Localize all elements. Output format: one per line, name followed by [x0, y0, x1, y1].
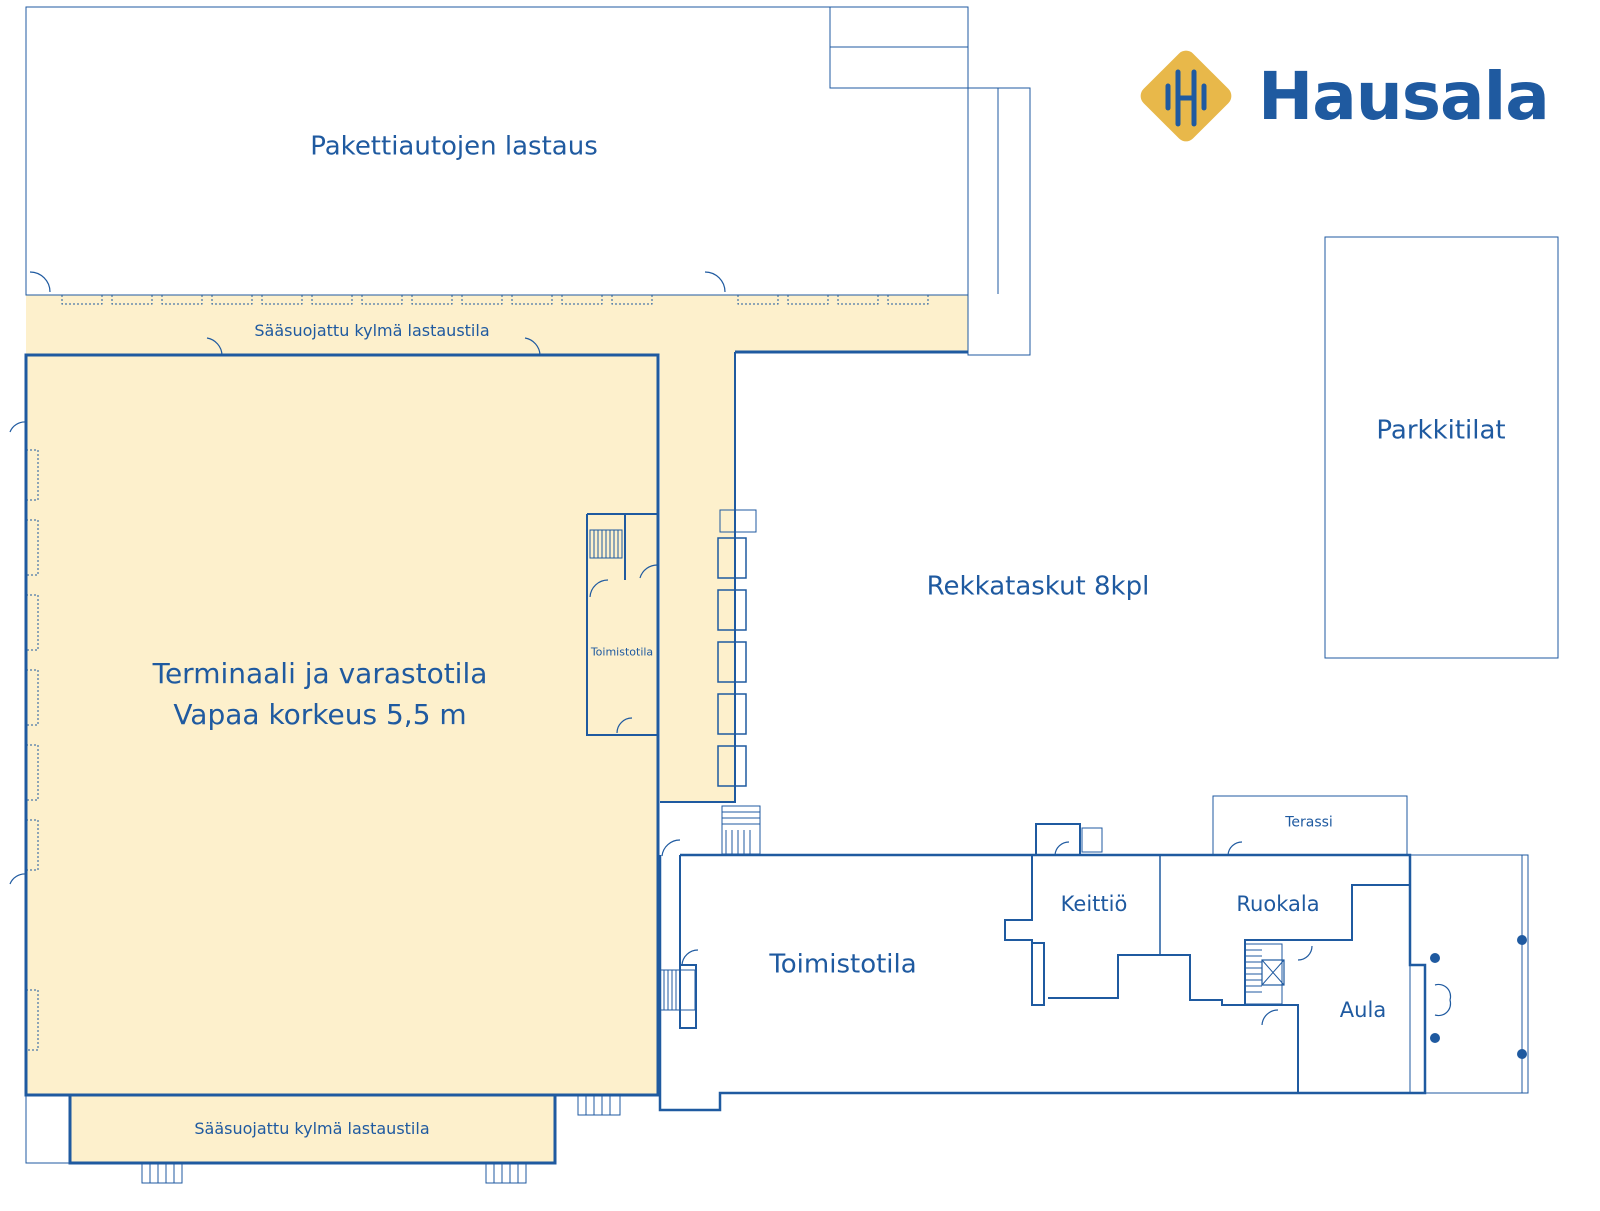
label-truck-bays: Rekkataskut 8kpl	[926, 571, 1150, 602]
ramp-outline	[967, 87, 1031, 356]
small-office-walls	[586, 513, 658, 736]
parking-area	[1324, 236, 1559, 659]
office-building-walls	[658, 853, 1427, 1112]
label-small-office: Toimistotila	[590, 645, 654, 659]
label-office: Toimistotila	[769, 949, 917, 980]
terminal-walls	[24, 353, 660, 1097]
label-cold-loading-bottom: Sääsuojattu kylmä lastaustila	[194, 1119, 430, 1139]
label-van-loading: Pakettiautojen lastaus	[310, 131, 598, 162]
cold-loading-bottom	[70, 1095, 555, 1163]
label-cold-loading-top: Sääsuojattu kylmä lastaustila	[254, 321, 490, 341]
label-terminal: Terminaali ja varastotila	[152, 657, 488, 691]
cold-loading-corridor	[26, 295, 968, 802]
label-kitchen: Keittiö	[1060, 891, 1128, 916]
label-lobby: Aula	[1339, 997, 1387, 1022]
label-terminal-height: Vapaa korkeus 5,5 m	[173, 698, 467, 732]
terminal-area	[26, 355, 658, 1095]
label-parking: Parkkitilat	[1376, 415, 1506, 446]
label-canteen: Ruokala	[1236, 891, 1320, 916]
label-terrace: Terassi	[1285, 814, 1333, 831]
hausala-logo-icon	[1140, 50, 1232, 142]
hausala-logo-text: Hausala	[1258, 58, 1550, 135]
